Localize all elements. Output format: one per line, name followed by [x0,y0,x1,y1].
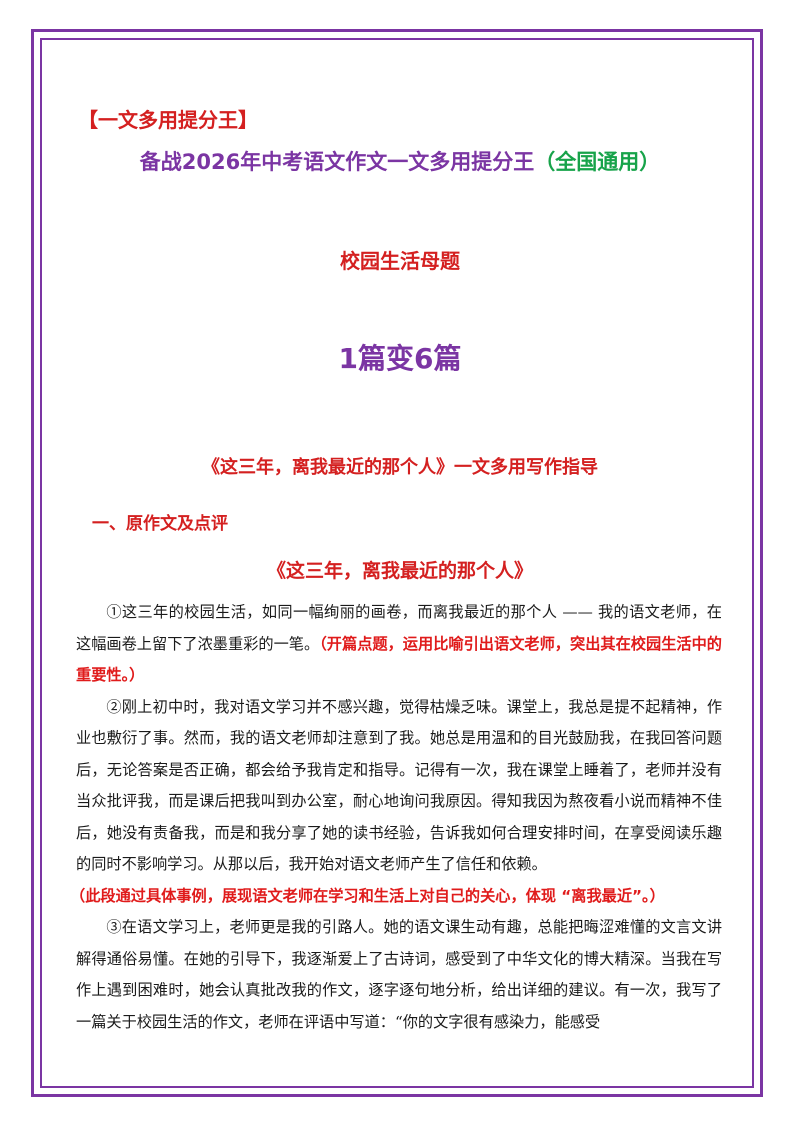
subject-heading: 校园生活母题 [340,249,460,273]
paragraph-1: ①这三年的校园生活，如同一幅绚丽的画卷，而离我最近的那个人 —— 我的语文老师，… [76,597,722,692]
guide-title: 《这三年，离我最近的那个人》一文多用写作指导 [202,457,598,478]
paragraph-2-comment: （此段通过具体事例，展现语文老师在学习和生活上对自己的关心，体现 “离我最近”。… [70,886,665,905]
document-title: 备战2026年中考语文作文一文多用提分王（全国通用） [0,146,800,176]
paragraph-3: ③在语文学习上，老师更是我的引路人。她的语文课生动有趣，总能把晦涩难懂的文言文讲… [76,912,722,1038]
paragraph-1-text: ①这三年的校园生活，如同一幅绚丽的画卷，而离我最近的那个人 —— 我的语文老师，… [76,603,722,653]
paragraph-3-text: ③在语文学习上，老师更是我的引路人。她的语文课生动有趣，总能把晦涩难懂的文言文讲… [76,918,722,1031]
paragraph-1-comment: （开篇点题，运用比喻引出语文老师，突出其在校园生活中的重要性。） [76,634,722,685]
paragraph-2-text: ②刚上初中时，我对语文学习并不感兴趣，觉得枯燥乏味。课堂上，我总是提不起精神，作… [76,697,722,874]
essay-title: 《这三年，离我最近的那个人》 [266,560,533,582]
section-heading: 一、原作文及点评 [92,514,228,534]
page-border-inner [40,38,754,1088]
paragraph-2: ②刚上初中时，我对语文学习并不感兴趣，觉得枯燥乏味。课堂上，我总是提不起精神，作… [70,692,722,913]
page-border-outer [31,29,763,1097]
document-title-scope: （全国通用） [534,150,661,174]
tagline: 1篇变6篇 [338,342,462,375]
brand-label: 【一文多用提分王】 [78,108,258,132]
document-title-main: 备战2026年中考语文作文一文多用提分王 [139,150,535,174]
essay-body: ①这三年的校园生活，如同一幅绚丽的画卷，而离我最近的那个人 —— 我的语文老师，… [70,597,722,1038]
